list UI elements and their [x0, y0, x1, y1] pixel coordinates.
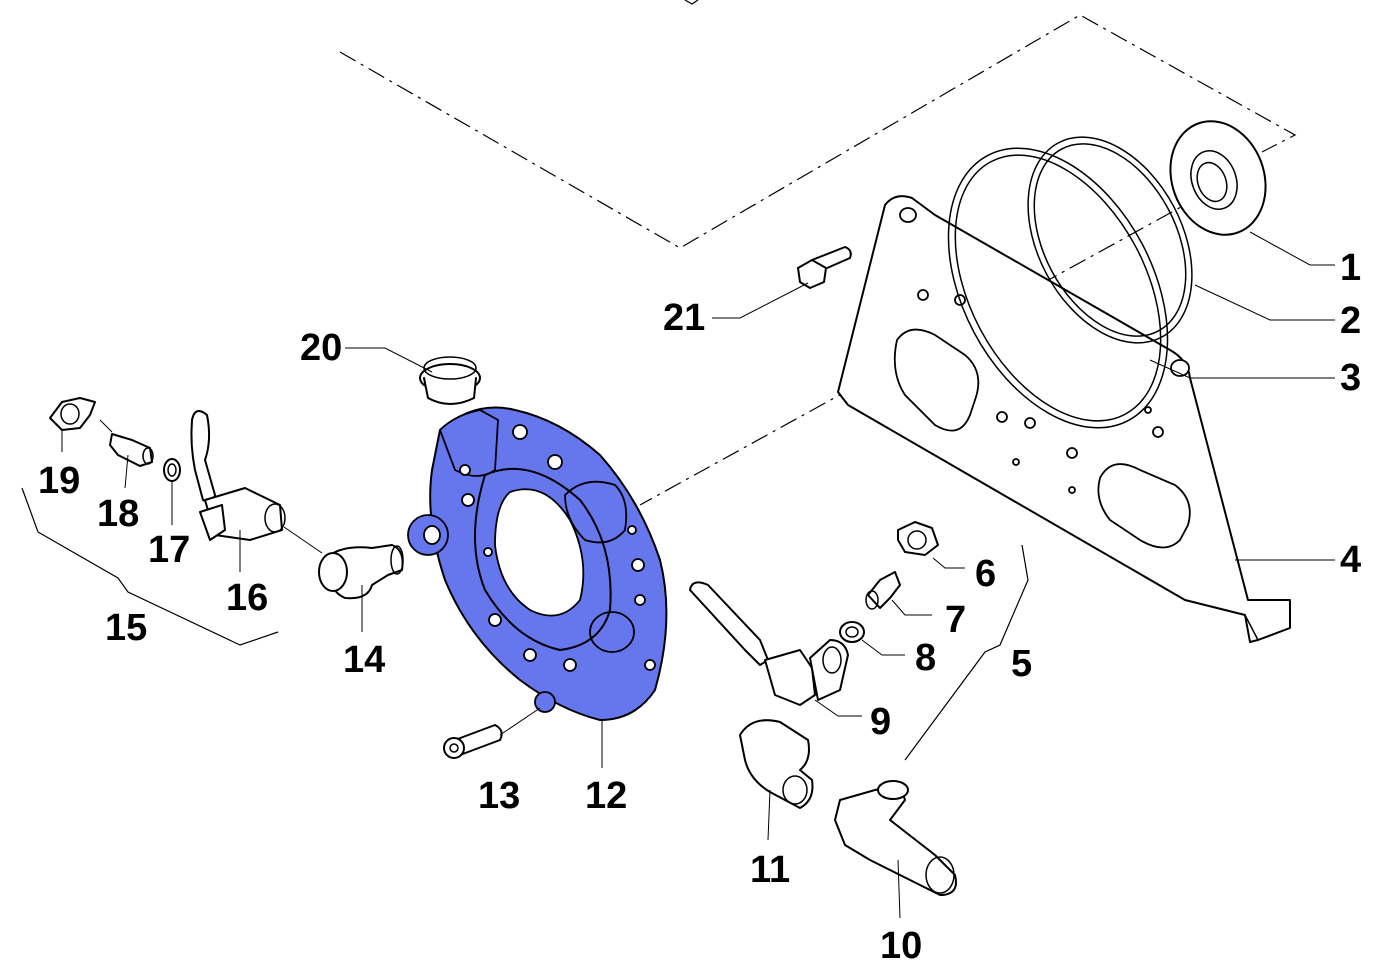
callout-18: 18 — [97, 493, 139, 535]
part-4-bracket — [837, 195, 1291, 643]
leader-lines — [61, 231, 1335, 919]
callout-14: 14 — [343, 639, 385, 681]
callout-9: 9 — [870, 701, 891, 743]
part-14-elbow — [318, 544, 404, 600]
callout-15: 15 — [105, 607, 147, 649]
callout-1: 1 — [1340, 247, 1361, 289]
part-17-washer — [163, 458, 181, 482]
part-2-gasket — [1027, 136, 1193, 344]
group-braces — [21, 487, 1029, 761]
part-11-elbow — [739, 719, 814, 809]
part-20-plug — [419, 356, 481, 405]
part-13-screw — [443, 724, 503, 759]
callout-11: 11 — [750, 849, 790, 891]
callout-2: 2 — [1340, 300, 1361, 342]
callout-3: 3 — [1340, 357, 1361, 399]
part-19-coupling — [49, 397, 96, 431]
part-21-bolt — [797, 246, 852, 289]
part-18-nipple — [109, 433, 154, 467]
assembly-outline — [339, 0, 1297, 249]
part-16-valve — [190, 410, 286, 541]
callout-20: 20 — [300, 327, 342, 369]
callout-4: 4 — [1340, 539, 1361, 581]
part-1-seal — [1169, 120, 1267, 236]
part-3-o-ring — [947, 147, 1169, 429]
callout-17: 17 — [148, 529, 190, 571]
part-12-flange-highlighted — [407, 406, 668, 721]
callout-10: 10 — [880, 925, 922, 967]
callout-7: 7 — [945, 599, 966, 641]
callout-16: 16 — [226, 577, 268, 619]
callout-8: 8 — [915, 637, 936, 679]
part-7-nipple — [865, 571, 901, 610]
part-10-valve-body — [834, 780, 957, 896]
callout-13: 13 — [478, 775, 520, 817]
callout-labels: 1 2 3 4 5 6 7 8 9 10 11 12 13 14 15 16 1… — [38, 247, 1361, 967]
part-6-coupling — [897, 521, 939, 556]
callout-21: 21 — [663, 297, 705, 339]
part-9-valve — [689, 581, 849, 706]
callout-6: 6 — [975, 553, 996, 595]
callout-19: 19 — [38, 460, 80, 502]
callout-12: 12 — [585, 775, 627, 817]
callout-5: 5 — [1011, 643, 1032, 685]
part-8-washer — [839, 621, 865, 643]
